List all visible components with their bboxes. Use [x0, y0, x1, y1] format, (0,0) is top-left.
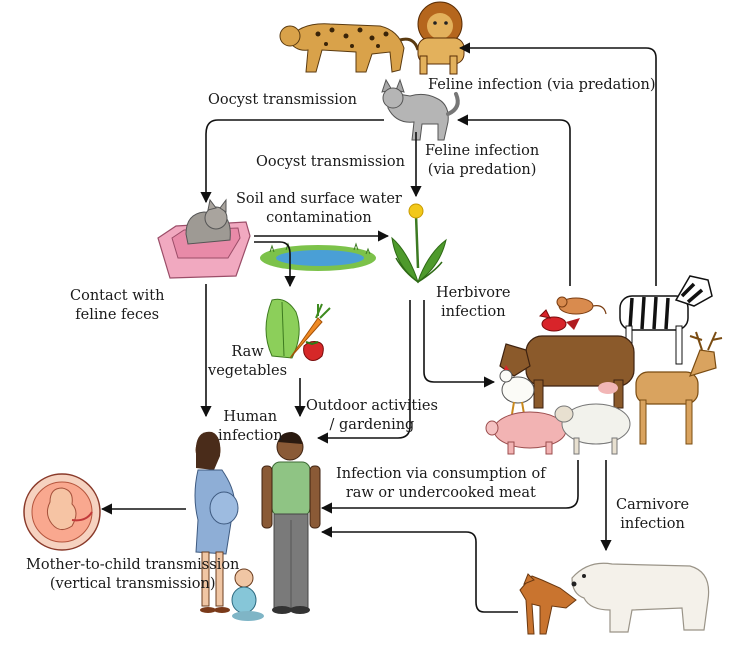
arrow-oocyst-top [200, 119, 384, 204]
leopard-icon [279, 23, 420, 73]
label-outdoor: Outdoor activities / gardening [306, 398, 438, 433]
label-feline-predation-mid: Feline infection (via predation) [425, 143, 540, 178]
pregnant-mother-icon [194, 431, 239, 613]
arrow-predation-top [458, 42, 657, 286]
label-herbivore: Herbivore infection [436, 285, 511, 320]
cow-icon [499, 335, 635, 409]
fox-icon [519, 573, 577, 635]
label-vertical-transmission: Mother-to-child transmission (vertical t… [26, 557, 240, 592]
label-oocyst-top: Oocyst transmission [208, 92, 357, 108]
chicken-icon [499, 365, 535, 415]
label-carnivore: Carnivore infection [616, 497, 690, 532]
gray-cat-icon [381, 78, 460, 141]
polar-bear-icon [571, 562, 710, 633]
label-contact-feces: Contact with feline feces [70, 288, 165, 323]
arrow-fox-human [320, 526, 518, 613]
arrow-outdoor-human [316, 300, 411, 444]
lion-icon [417, 1, 465, 75]
label-raw-vegetables: Raw vegetables [208, 344, 288, 379]
label-oocyst-mid: Oocyst transmission [256, 154, 405, 170]
fetus-icon [23, 473, 101, 551]
arrow-vegetables [254, 241, 296, 288]
label-soil-water: Soil and surface water contamination [236, 191, 402, 226]
arrow-predation-mid [456, 114, 571, 286]
vegetables-icon [265, 298, 331, 361]
deer-icon [635, 331, 723, 445]
arrow-herbivore [423, 300, 496, 388]
dandelion-icon [391, 203, 447, 284]
label-meat: Infection via consumption of raw or unde… [336, 466, 546, 501]
cardinal-icon [538, 309, 580, 332]
arrow-meat-human [320, 460, 579, 514]
mouse-icon [556, 296, 607, 315]
sheep-icon [554, 403, 631, 455]
pond-icon [260, 242, 376, 271]
father-icon [261, 432, 321, 614]
litter-box-icon [157, 198, 251, 279]
pig-icon [485, 411, 567, 455]
baby-icon [231, 568, 264, 621]
label-feline-predation-top: Feline infection (via predation) [428, 77, 656, 93]
label-human-infection: Human infection [218, 409, 283, 444]
